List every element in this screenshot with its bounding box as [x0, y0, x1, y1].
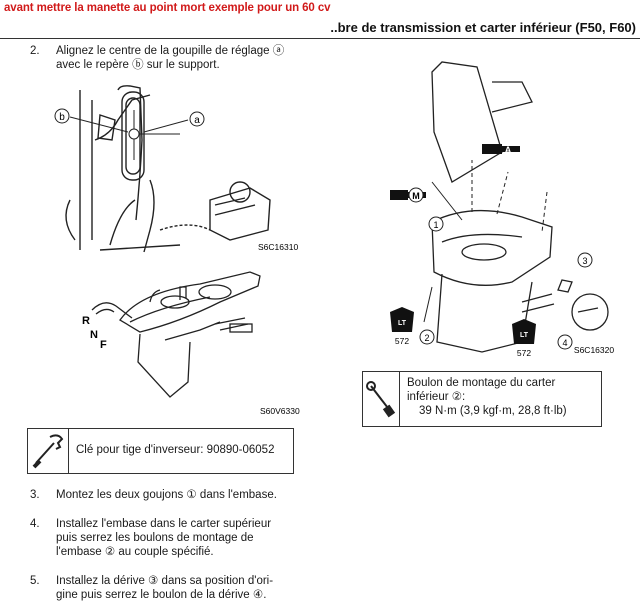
- figure-lower-case-install: A M 1 2 3 4 LT 572 LT 572 S6C16320: [390, 61, 614, 358]
- step-3: 3. Montez les deux goujons ① dans l'emba…: [30, 488, 320, 504]
- figure-shift-rod-pin: b a S6C16310: [54, 85, 298, 253]
- torque-line-2: inférieur ②:: [407, 391, 466, 403]
- step-text-line: l'embase ② au couple spécifié.: [56, 546, 214, 558]
- step-text-line: Installez la dérive ③ dans sa position d…: [56, 575, 274, 587]
- step-text-line: puis serrez les boulons de montage de: [56, 532, 254, 544]
- step-number: 4.: [30, 518, 40, 530]
- callout-2: 2: [424, 333, 429, 343]
- torque-line-1: Boulon de montage du carter: [407, 377, 556, 389]
- figure-code: S60V6330: [260, 406, 300, 416]
- label-a: a: [194, 115, 200, 126]
- step-text-line: Alignez le centre de la goupille de régl…: [56, 45, 285, 57]
- label-r: R: [82, 315, 90, 327]
- lt-mark-right: LT: [520, 332, 529, 339]
- label-b: b: [59, 112, 65, 123]
- step-text-line: avec le repère ⓑ sur le support.: [56, 59, 220, 71]
- step-2: 2. Alignez le centre de la goupille de r…: [30, 44, 320, 74]
- torque-spec-box: Boulon de montage du carter inférieur ②:…: [362, 371, 602, 427]
- step-number: 2.: [30, 45, 40, 57]
- callout-1: 1: [433, 220, 438, 230]
- callout-4: 4: [562, 338, 567, 348]
- step-text-line: Montez les deux goujons ① dans l'embase.: [56, 489, 277, 501]
- special-tool-box: Clé pour tige d'inverseur: 90890-06052: [27, 428, 294, 474]
- locktite-572-right: 572: [517, 348, 531, 358]
- wrench-icon: [28, 429, 69, 473]
- step-number: 3.: [30, 489, 40, 501]
- step-5: 5. Installez la dérive ③ dans sa positio…: [30, 574, 320, 604]
- torque-value: 39 N·m (3,9 kgf·m, 28,8 ft·lb): [419, 405, 567, 417]
- step-text-line: Installez l'embase dans le carter supéri…: [56, 518, 272, 530]
- tool-label-m: M: [412, 191, 420, 201]
- callout-3: 3: [582, 256, 587, 266]
- figure-code: S6C16310: [258, 242, 298, 252]
- tool-label-a: A: [505, 145, 512, 155]
- label-f: F: [100, 339, 107, 351]
- figure-code: S6C16320: [574, 345, 614, 355]
- lt-mark-left: LT: [398, 320, 407, 327]
- label-n: N: [90, 329, 98, 341]
- figure-lower-unit-shift: R N F S60V6330: [82, 271, 300, 416]
- handwritten-note: avant mettre la manette au point mort ex…: [4, 2, 331, 14]
- step-number: 5.: [30, 575, 40, 587]
- locktite-572-left: 572: [395, 336, 409, 346]
- torque-wrench-icon: [363, 372, 400, 426]
- page-header-title: ..bre de transmission et carter inférieu…: [330, 20, 636, 35]
- special-tool-text: Clé pour tige d'inverseur: 90890-06052: [76, 444, 275, 456]
- header-rule: [0, 38, 640, 39]
- step-text-line: gine puis serrez le boulon de la dérive …: [56, 589, 267, 601]
- step-4: 4. Installez l'embase dans le carter sup…: [30, 517, 320, 561]
